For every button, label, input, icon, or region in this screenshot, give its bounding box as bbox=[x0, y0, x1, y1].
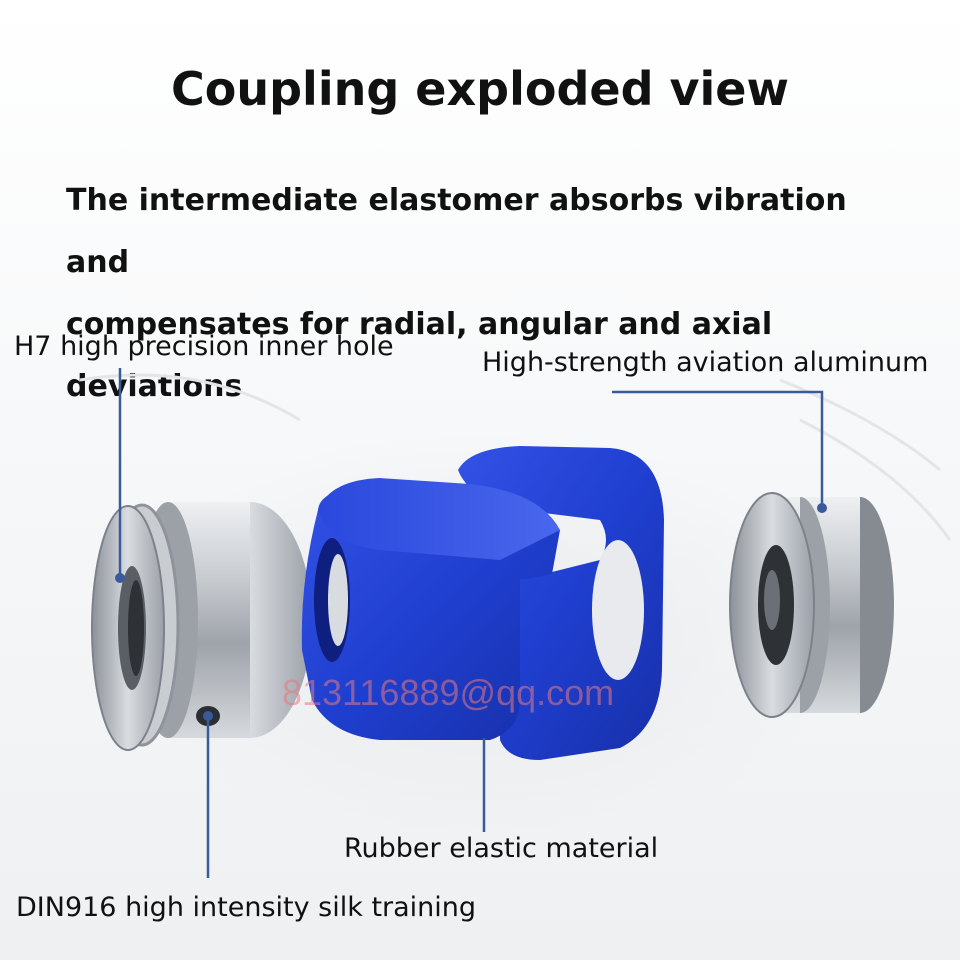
left-hub bbox=[91, 502, 312, 751]
leader-dot-screw bbox=[203, 711, 213, 721]
leader-line-aluminum bbox=[612, 390, 824, 508]
right-hub bbox=[729, 492, 894, 718]
leader-dot-inner-hole bbox=[115, 573, 125, 583]
page-title: Coupling exploded view bbox=[171, 62, 789, 116]
subtitle: The intermediate elastomer absorbs vibra… bbox=[66, 170, 906, 418]
elastomer-spider bbox=[301, 446, 664, 760]
leader-lines bbox=[118, 368, 824, 878]
leader-dot-aluminum bbox=[817, 503, 827, 513]
callout-rubber: Rubber elastic material bbox=[344, 833, 659, 864]
callout-aluminum: High-strength aviation aluminum bbox=[482, 347, 929, 378]
subtitle-line-2: compensates for radial, angular and axia… bbox=[66, 307, 773, 404]
subtitle-line-1: The intermediate elastomer absorbs vibra… bbox=[66, 183, 847, 280]
callout-screw: DIN916 high intensity silk training bbox=[16, 892, 477, 923]
callout-inner-hole: H7 high precision inner hole bbox=[14, 331, 394, 362]
watermark: 813116889@qq.com bbox=[282, 672, 615, 713]
